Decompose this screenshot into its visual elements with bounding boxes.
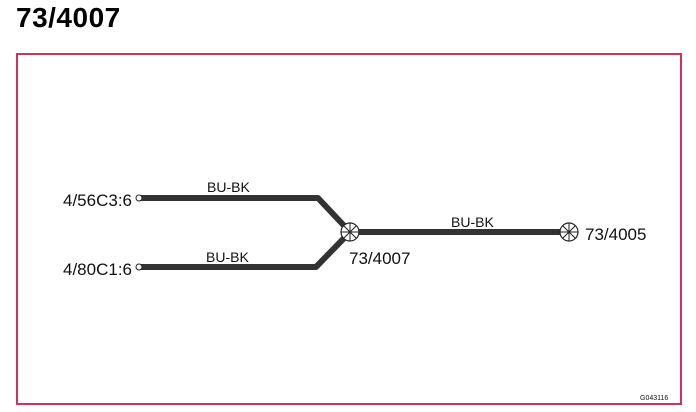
diagram-title: 73/4007 bbox=[16, 2, 121, 33]
connector-label-right: 73/4005 bbox=[585, 225, 646, 244]
splice-label-center: 73/4007 bbox=[349, 249, 410, 268]
wire-color-label-top: BU-BK bbox=[207, 179, 250, 195]
pin-endpoint-bottom bbox=[135, 263, 143, 271]
wire-color-label-bottom: BU-BK bbox=[206, 249, 249, 265]
wire-bottom bbox=[140, 229, 353, 270]
diagram-frame bbox=[16, 53, 682, 405]
connector-label-left-top: 4/56C3:6 bbox=[63, 191, 132, 210]
figure-code: G043116 bbox=[640, 395, 668, 402]
wire-top bbox=[140, 195, 353, 235]
wire-color-label-right: BU-BK bbox=[451, 214, 494, 230]
pin-endpoint-top bbox=[135, 194, 143, 202]
connector-label-left-bottom: 4/80C1:6 bbox=[63, 260, 132, 279]
splice-symbol-right bbox=[559, 222, 579, 242]
splice-symbol-center bbox=[340, 222, 360, 242]
